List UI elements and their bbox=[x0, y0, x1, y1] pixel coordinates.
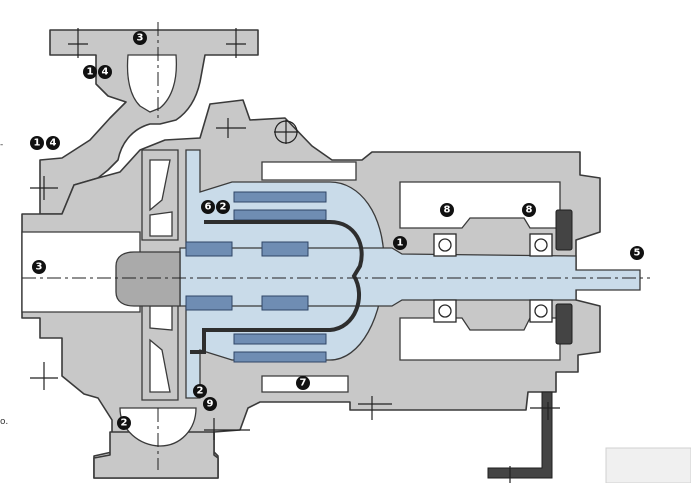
edge-mark-top: - bbox=[0, 140, 3, 150]
outer-magnet-top-1 bbox=[233, 191, 327, 203]
callout-4-top: 4 bbox=[98, 65, 112, 79]
callout-2-low: 2 bbox=[193, 384, 207, 398]
callout-3-left: 3 bbox=[32, 260, 46, 274]
callout-4-left: 4 bbox=[46, 136, 60, 150]
inner-magnet-1 bbox=[185, 241, 233, 257]
edge-mark-bottom: o. bbox=[0, 417, 8, 427]
inner-magnet-4 bbox=[261, 295, 309, 311]
svg-text:9: 9 bbox=[207, 399, 214, 410]
seal-bottom bbox=[555, 303, 573, 345]
svg-text:6: 6 bbox=[205, 202, 212, 213]
callout-5: 5 bbox=[630, 246, 644, 260]
partial-flange-right bbox=[605, 447, 691, 483]
bearings bbox=[433, 233, 553, 323]
svg-text:2: 2 bbox=[121, 418, 128, 429]
bearing-chamber bbox=[399, 181, 561, 229]
magnets bbox=[185, 191, 327, 363]
impeller-nut bbox=[115, 251, 181, 307]
svg-text:2: 2 bbox=[197, 386, 204, 397]
bolt-marks bbox=[30, 28, 560, 483]
outer-magnet-top-2 bbox=[233, 209, 327, 221]
callout-3-top: 3 bbox=[133, 31, 147, 45]
svg-text:8: 8 bbox=[526, 205, 533, 216]
suction-passage bbox=[21, 231, 141, 313]
upper-chamber bbox=[261, 161, 357, 181]
callout-1-left: 1 bbox=[30, 136, 44, 150]
discharge-nozzle bbox=[39, 29, 259, 215]
svg-text:2: 2 bbox=[220, 202, 227, 213]
inner-magnet-2 bbox=[261, 241, 309, 257]
shaft bbox=[179, 247, 641, 307]
centerlines bbox=[22, 22, 650, 470]
inner-magnet-3 bbox=[185, 295, 233, 311]
callout-2-mid: 2 bbox=[216, 200, 230, 214]
outer-magnet-bottom-1 bbox=[233, 333, 327, 345]
callout-1-top: 1 bbox=[83, 65, 97, 79]
outer-magnet-bottom-2 bbox=[233, 351, 327, 363]
svg-text:3: 3 bbox=[137, 33, 144, 44]
callout-7: 7 bbox=[296, 376, 310, 390]
svg-text:5: 5 bbox=[634, 248, 641, 259]
callout-9: 9 bbox=[203, 397, 217, 411]
callout-2-bottom: 2 bbox=[117, 416, 131, 430]
support-bracket bbox=[487, 391, 553, 479]
discharge-passage bbox=[126, 54, 178, 113]
svg-text:8: 8 bbox=[444, 205, 451, 216]
svg-text:1: 1 bbox=[34, 138, 41, 149]
seals bbox=[555, 209, 573, 345]
containment-can bbox=[190, 220, 364, 354]
svg-text:1: 1 bbox=[397, 238, 404, 249]
seal-top bbox=[555, 209, 573, 251]
svg-text:1: 1 bbox=[87, 67, 94, 78]
svg-text:4: 4 bbox=[50, 138, 57, 149]
svg-text:3: 3 bbox=[36, 262, 43, 273]
callout-6: 6 bbox=[201, 200, 215, 214]
callout-8-b: 8 bbox=[522, 203, 536, 217]
callout-8-a: 8 bbox=[440, 203, 454, 217]
svg-text:4: 4 bbox=[102, 67, 109, 78]
impeller bbox=[141, 149, 179, 401]
svg-text:7: 7 bbox=[300, 378, 307, 389]
callout-1-mid: 1 bbox=[393, 236, 407, 250]
